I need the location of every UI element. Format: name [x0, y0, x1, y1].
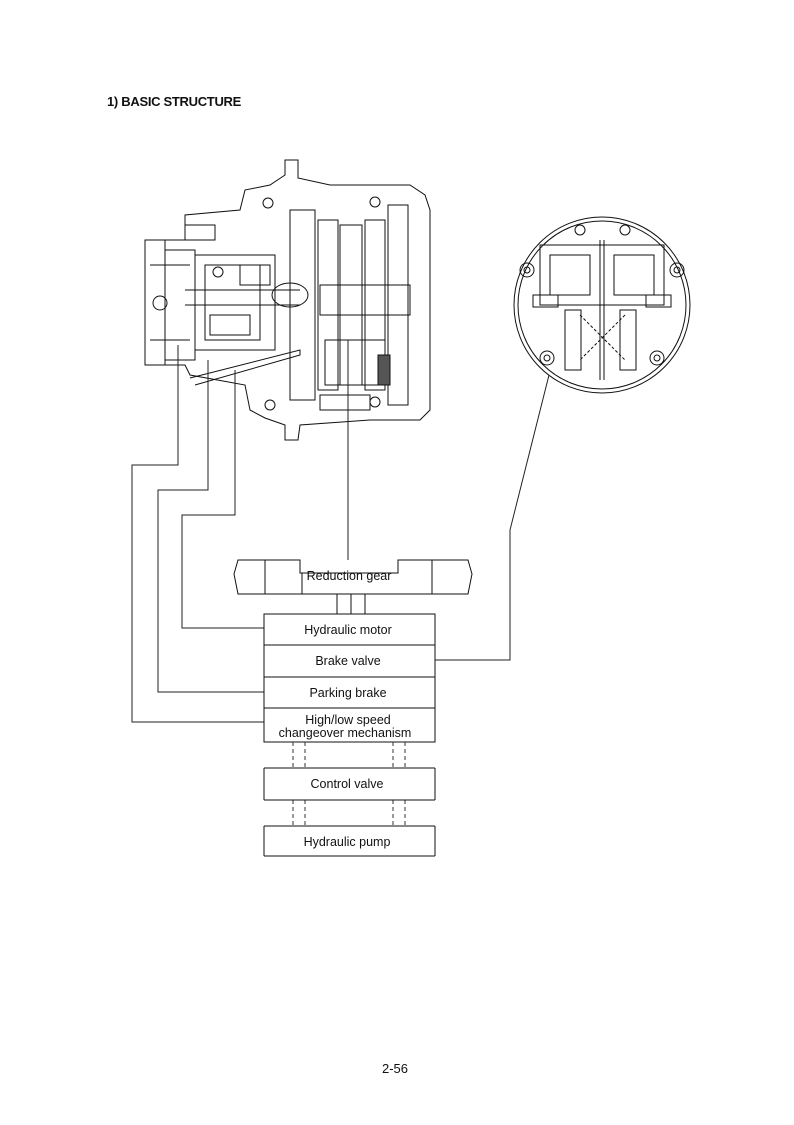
motor-stack	[263, 613, 436, 743]
hydraulic-pump-block	[263, 825, 436, 857]
hydraulic-motor-label: Hydraulic motor	[304, 623, 392, 637]
control-valve-label: Control valve	[311, 777, 384, 791]
reduction-gear-block	[233, 559, 473, 615]
section-heading: 1) BASIC STRUCTURE	[107, 94, 241, 109]
hydraulic-lines	[292, 742, 406, 826]
hydraulic-pump-label: Hydraulic pump	[304, 835, 391, 849]
page-number: 2-56	[382, 1061, 408, 1076]
travel-motor-cross-section	[144, 159, 431, 441]
brake-valve-label: Brake valve	[315, 654, 380, 668]
parking-brake-label: Parking brake	[309, 686, 386, 700]
high-low-speed-label-line2: changeover mechanism	[279, 726, 412, 740]
control-valve-block	[263, 767, 436, 801]
reduction-gear-label: Reduction gear	[307, 569, 392, 583]
brake-valve-detail-view	[513, 216, 691, 394]
high-low-speed-label-line1: High/low speed	[305, 713, 391, 727]
leader-lines	[131, 340, 550, 723]
